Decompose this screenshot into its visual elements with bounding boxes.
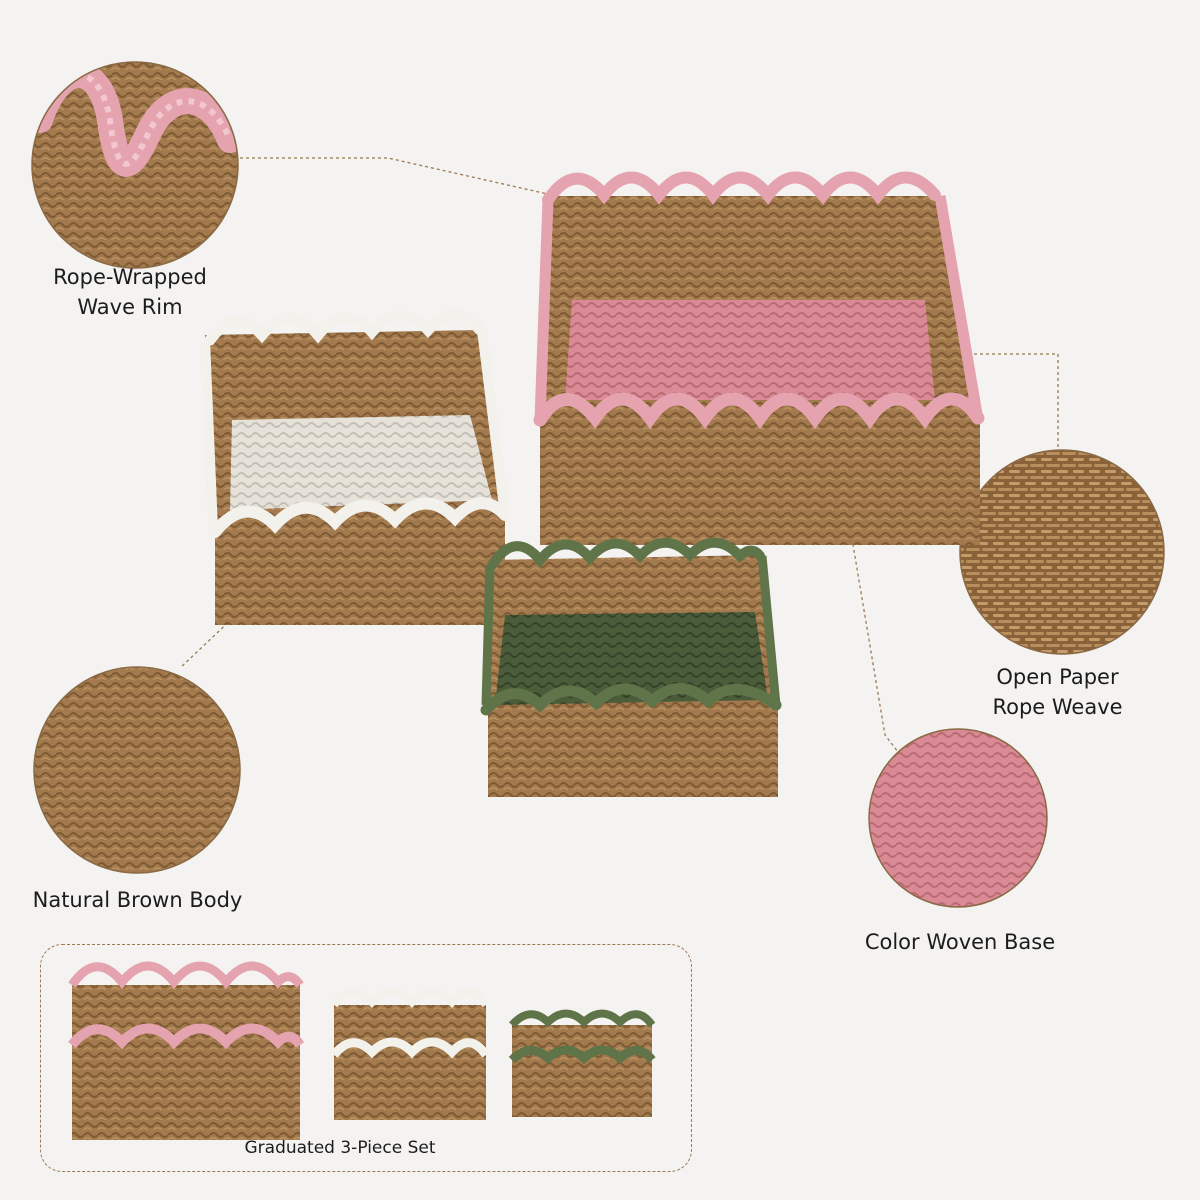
set-thumb-small	[508, 1009, 656, 1117]
small-basket-green	[480, 537, 782, 797]
body-detail-circle	[33, 666, 241, 874]
body-label: Natural Brown Body	[32, 888, 243, 912]
set-frame	[40, 944, 692, 1172]
base-label: Color Woven Base	[864, 930, 1056, 954]
large-basket-pink	[533, 171, 985, 545]
weave-detail-circle	[959, 449, 1165, 655]
medium-basket-white	[200, 309, 511, 625]
set-thumb-large	[68, 961, 305, 1140]
base-detail-circle	[868, 728, 1048, 908]
set-caption: Graduated 3-Piece Set	[244, 1138, 436, 1158]
rim-detail-circle	[31, 61, 239, 269]
set-thumb-medium	[330, 987, 490, 1120]
